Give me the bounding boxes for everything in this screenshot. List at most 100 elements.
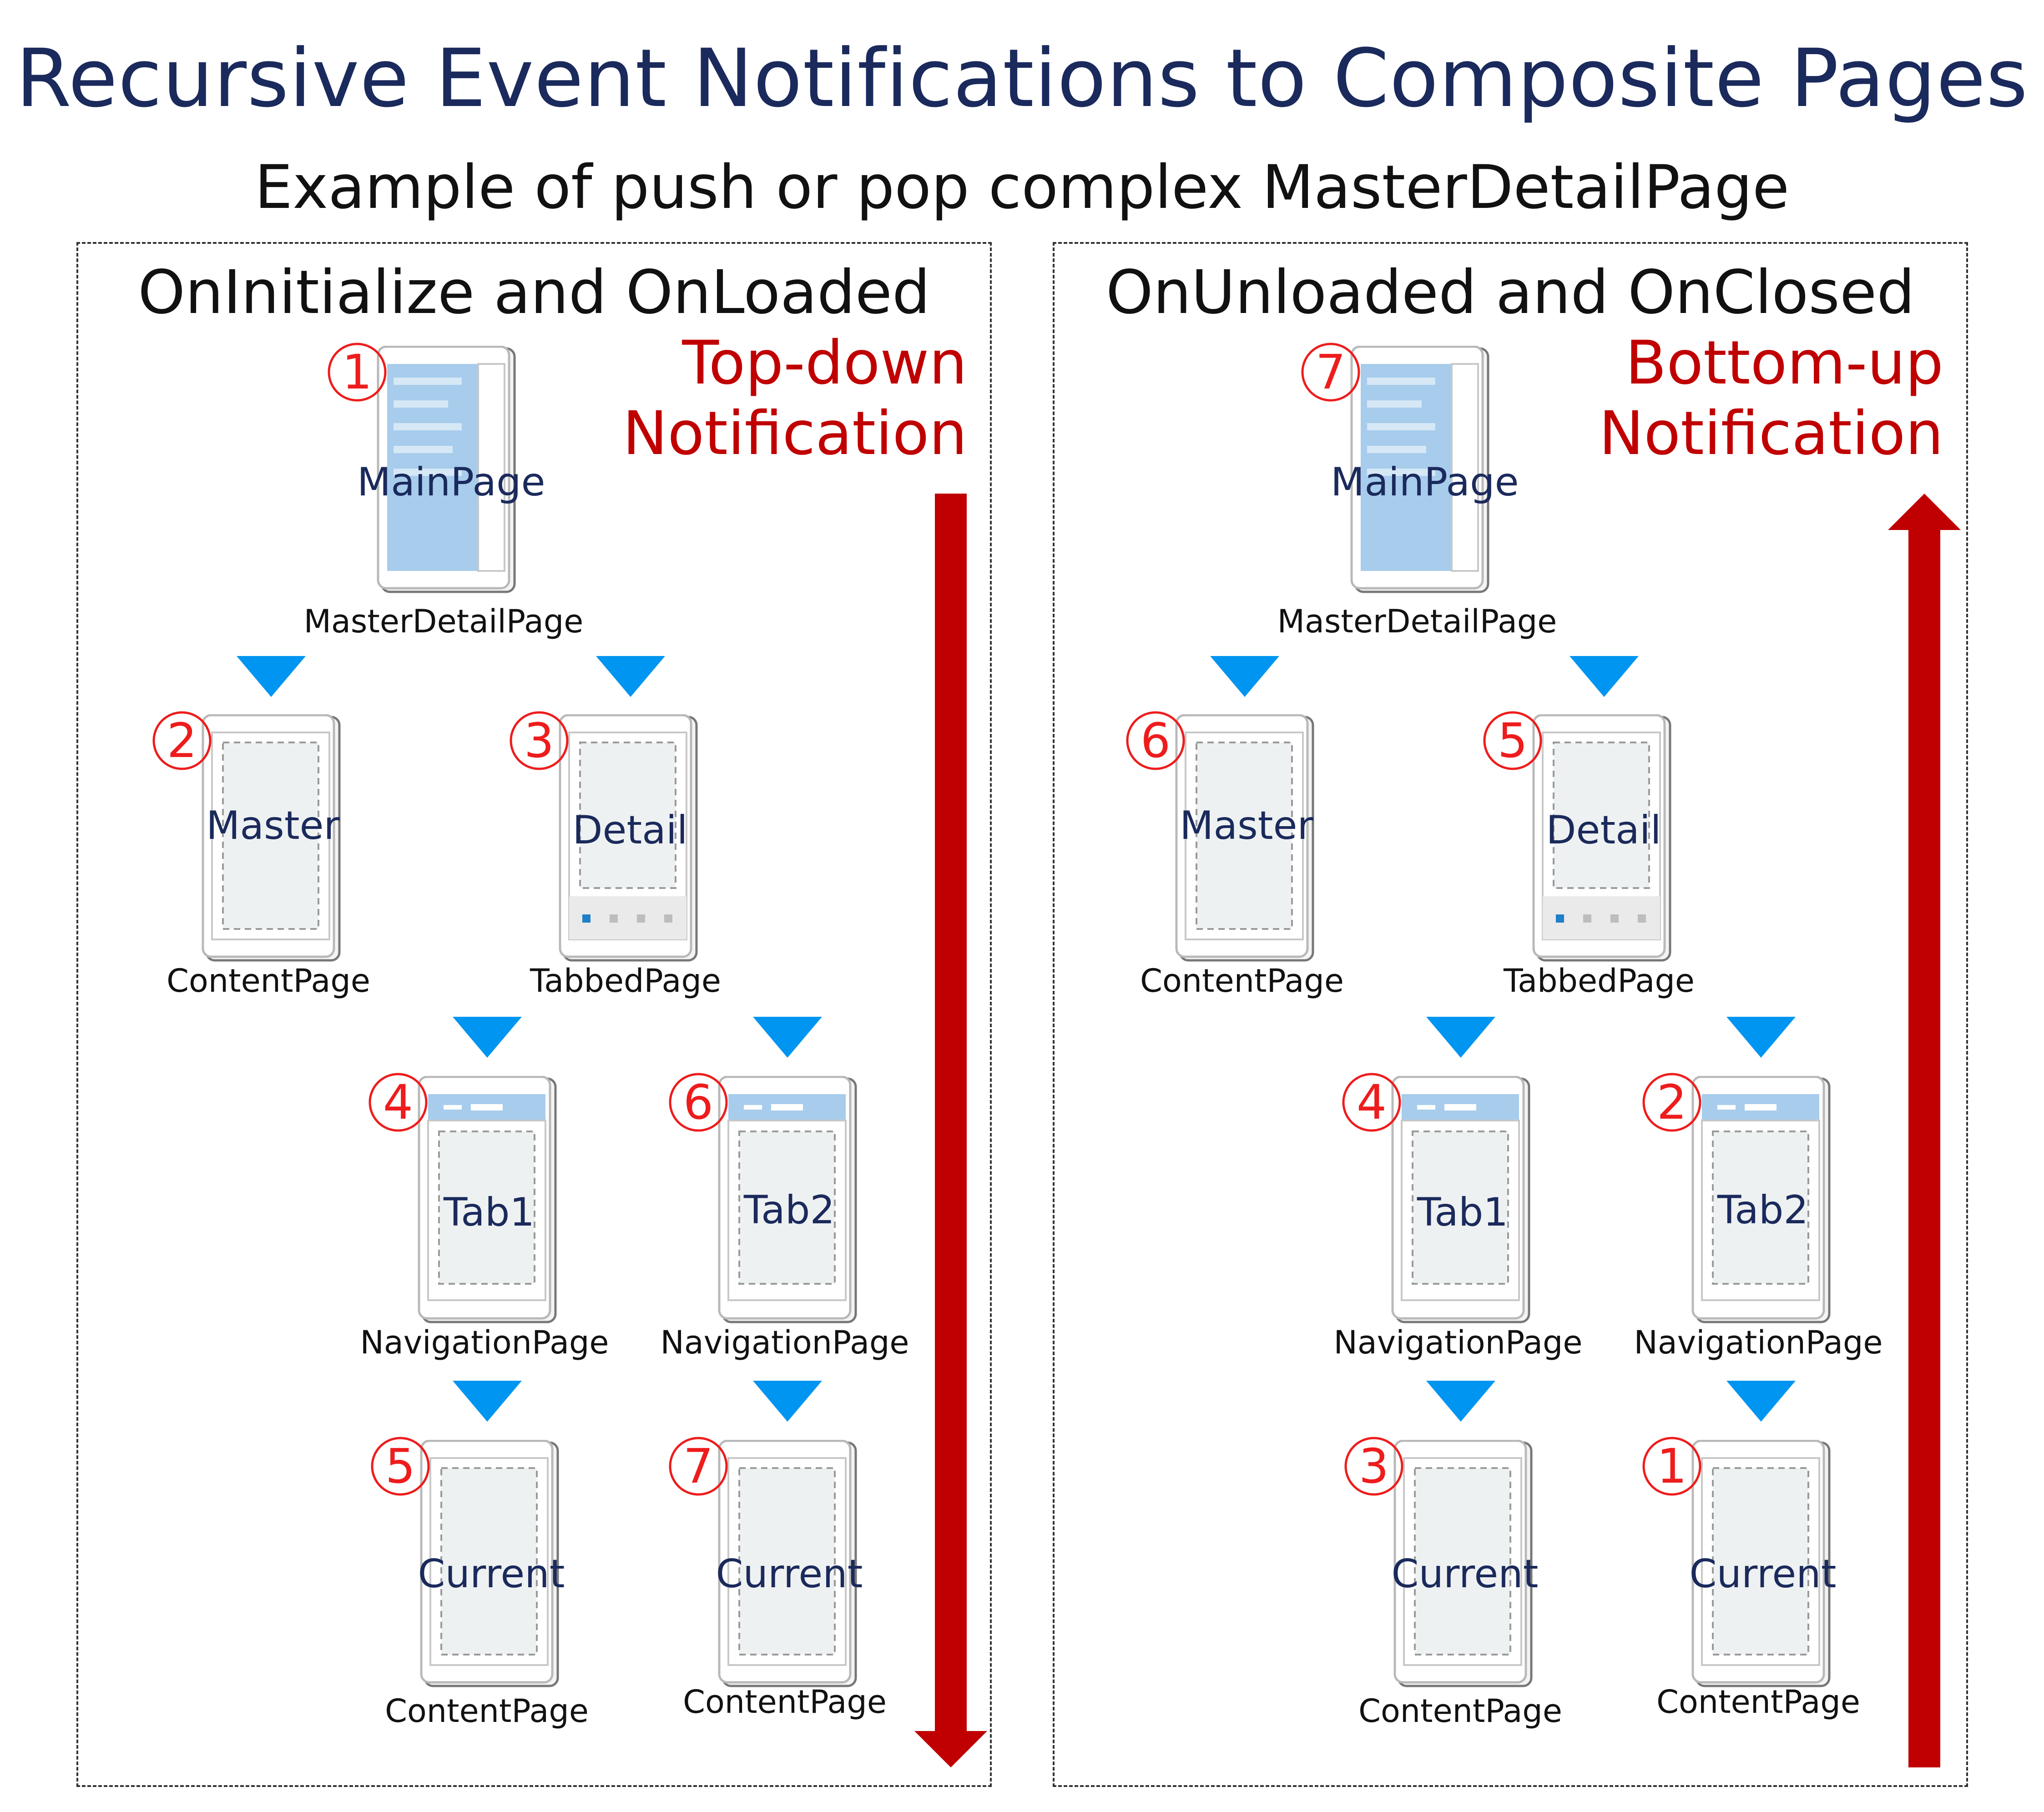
connector-triangle-icon — [753, 1381, 822, 1422]
direction-line-1: Top-down — [682, 328, 967, 398]
order-number: 3 — [524, 713, 555, 768]
panel-left-direction-label: Top-down Notification — [623, 328, 967, 469]
panel-left-title: OnInitialize and OnLoaded — [138, 257, 930, 328]
order-badge: 7 — [666, 1434, 730, 1498]
order-badge: 4 — [1340, 1070, 1403, 1134]
screen-label: MainPage — [1331, 459, 1519, 505]
panel-right: OnUnloaded and OnClosed Bottom-up Notifi… — [1053, 242, 1968, 1787]
arrow-up-icon — [1888, 494, 1961, 1769]
arrow-down-icon — [914, 494, 987, 1769]
screen-label: Current — [1689, 1551, 1837, 1597]
screen-label: Current — [1391, 1551, 1539, 1597]
screen-label: Tab2 — [743, 1187, 835, 1233]
screen-label: Master — [1180, 803, 1313, 848]
page-type-label: ContentPage — [1358, 1692, 1562, 1730]
order-number: 6 — [1140, 713, 1171, 768]
connector-triangle-icon — [1426, 1017, 1495, 1058]
order-badge: 6 — [666, 1070, 730, 1134]
page-title: Recursive Event Notifications to Composi… — [15, 32, 2029, 125]
order-number: 3 — [1358, 1438, 1389, 1494]
page-type-label: ContentPage — [385, 1692, 589, 1730]
master-detail-device-icon — [375, 345, 516, 596]
master-detail-device-icon — [1349, 345, 1490, 596]
order-number: 5 — [1497, 713, 1528, 768]
tabbed-device-icon — [1531, 714, 1672, 964]
panel-right-title: OnUnloaded and OnClosed — [1105, 257, 1915, 328]
page-type-label: MasterDetailPage — [303, 603, 584, 640]
order-badge: 3 — [1342, 1434, 1406, 1498]
order-badge: 2 — [1640, 1070, 1704, 1134]
navigation-device-icon — [416, 1075, 557, 1326]
connector-triangle-icon — [453, 1017, 522, 1058]
screen-label: Detail — [572, 808, 688, 853]
order-number: 4 — [1356, 1075, 1387, 1130]
content-device-icon — [419, 1439, 560, 1690]
screen-label: Current — [418, 1551, 565, 1597]
page-type-label: NavigationPage — [360, 1324, 609, 1361]
screen-label: Current — [716, 1551, 863, 1597]
page-type-label: NavigationPage — [660, 1324, 909, 1361]
screen-label: Detail — [1546, 808, 1661, 853]
panel-left: OnInitialize and OnLoaded Top-down Notif… — [76, 242, 992, 1787]
screen-label: Tab1 — [1417, 1190, 1509, 1235]
navigation-device-icon — [1690, 1075, 1831, 1326]
page-type-label: MasterDetailPage — [1277, 603, 1557, 640]
connector-triangle-icon — [1726, 1381, 1796, 1422]
order-number: 4 — [383, 1075, 414, 1130]
order-number: 7 — [683, 1438, 714, 1494]
content-device-icon — [1690, 1439, 1831, 1690]
page-type-label: TabbedPage — [1504, 962, 1695, 999]
connector-triangle-icon — [453, 1381, 522, 1422]
screen-label: Tab1 — [443, 1190, 535, 1235]
order-badge: 6 — [1124, 709, 1187, 772]
content-device-icon — [717, 1439, 858, 1690]
tabbed-device-icon — [557, 714, 698, 964]
connector-triangle-icon — [1726, 1017, 1796, 1058]
page-type-label: ContentPage — [1656, 1683, 1860, 1721]
content-device-icon — [200, 714, 341, 964]
order-badge: 2 — [150, 709, 214, 772]
connector-triangle-icon — [1426, 1381, 1495, 1422]
connector-triangle-icon — [596, 656, 665, 697]
page-type-label: NavigationPage — [1634, 1324, 1883, 1361]
order-badge: 1 — [325, 340, 389, 404]
order-number: 7 — [1315, 344, 1346, 400]
page-type-label: NavigationPage — [1333, 1324, 1583, 1361]
screen-label: Master — [206, 803, 340, 848]
content-device-icon — [1392, 1439, 1533, 1690]
order-badge: 7 — [1299, 340, 1363, 404]
page-type-label: ContentPage — [167, 962, 370, 999]
order-number: 5 — [385, 1438, 416, 1494]
order-number: 1 — [342, 344, 373, 400]
order-number: 6 — [683, 1075, 714, 1130]
connector-triangle-icon — [1570, 656, 1639, 697]
navigation-device-icon — [717, 1075, 858, 1326]
order-badge: 5 — [1481, 709, 1544, 772]
connector-triangle-icon — [1210, 656, 1279, 697]
connector-triangle-icon — [753, 1017, 822, 1058]
order-badge: 3 — [507, 709, 571, 772]
order-badge: 1 — [1640, 1434, 1704, 1498]
screen-label: Tab2 — [1717, 1187, 1809, 1233]
navigation-device-icon — [1390, 1075, 1531, 1326]
order-badge: 5 — [368, 1434, 432, 1498]
screen-label: MainPage — [357, 459, 545, 505]
content-device-icon — [1174, 714, 1315, 964]
panel-right-direction-label: Bottom-up Notification — [1599, 328, 1943, 469]
connector-triangle-icon — [237, 656, 306, 697]
